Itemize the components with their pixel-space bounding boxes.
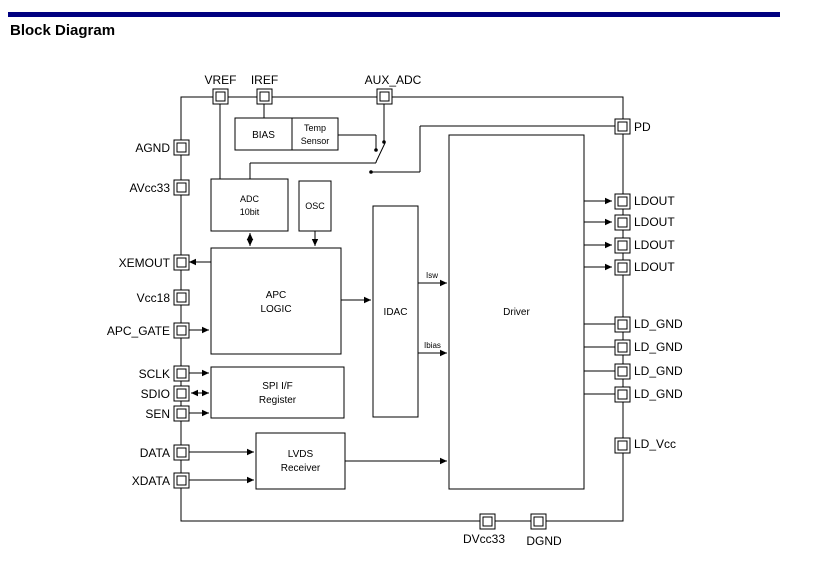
switch-contact-dot — [382, 140, 386, 144]
pin-ldout-1: LDOUT — [634, 194, 675, 208]
bias-block: BIAS — [234, 117, 293, 151]
svg-text:Temp: Temp — [304, 123, 326, 133]
svg-text:OSC: OSC — [305, 201, 325, 211]
pin-agnd: AGND — [135, 141, 170, 155]
pin-sclk: SCLK — [139, 367, 170, 381]
pin-sen: SEN — [145, 407, 170, 421]
svg-text:ADC: ADC — [240, 194, 260, 204]
driver-block: Driver — [448, 134, 585, 490]
spi-register-block: SPI I/F Register — [210, 366, 345, 419]
pin-iref: IREF — [251, 73, 278, 87]
ibias-label: Ibias — [424, 341, 441, 350]
pin-dgnd: DGND — [526, 534, 562, 548]
osc-block: OSC — [298, 180, 332, 232]
svg-text:Driver: Driver — [503, 307, 530, 318]
pin-xemout: XEMOUT — [119, 256, 171, 270]
idac-block: IDAC — [372, 205, 419, 418]
connection-lines — [189, 104, 615, 484]
pin-ld-vcc: LD_Vcc — [634, 437, 676, 451]
chip-outline — [180, 96, 624, 522]
apc-logic-block: APC LOGIC — [210, 247, 342, 355]
pin-ld-gnd-1: LD_GND — [634, 317, 683, 331]
pin-dvcc33: DVcc33 — [463, 532, 505, 546]
pin-squares — [173, 88, 631, 530]
pin-ld-gnd-2: LD_GND — [634, 340, 683, 354]
switch-contact-dot — [374, 148, 378, 152]
pin-pd: PD — [634, 120, 651, 134]
temp-sensor-block: Temp Sensor — [291, 117, 339, 151]
pin-vref: VREF — [204, 73, 236, 87]
svg-text:APC: APC — [266, 290, 287, 301]
isw-label: Isw — [426, 271, 438, 280]
pin-labels: VREF IREF AUX_ADC AGND AVcc33 XEMOUT Vcc… — [107, 73, 683, 548]
pin-xdata: XDATA — [132, 474, 170, 488]
adc-block: ADC 10bit — [210, 178, 289, 232]
svg-text:Receiver: Receiver — [281, 463, 321, 474]
switch-contact-dot — [369, 170, 373, 174]
svg-text:SPI I/F: SPI I/F — [262, 381, 293, 392]
pin-ldout-4: LDOUT — [634, 260, 675, 274]
svg-text:Sensor: Sensor — [301, 136, 330, 146]
pin-sdio: SDIO — [141, 387, 170, 401]
svg-text:IDAC: IDAC — [384, 307, 408, 318]
pin-avcc33: AVcc33 — [130, 181, 171, 195]
pin-apc-gate: APC_GATE — [107, 324, 170, 338]
svg-text:LVDS: LVDS — [288, 449, 314, 460]
pin-vcc18: Vcc18 — [137, 291, 171, 305]
pin-aux-adc: AUX_ADC — [365, 73, 422, 87]
svg-text:BIAS: BIAS — [252, 130, 275, 141]
header-bar — [8, 12, 780, 17]
pin-ldout-3: LDOUT — [634, 238, 675, 252]
svg-text:10bit: 10bit — [240, 207, 260, 217]
svg-text:LOGIC: LOGIC — [260, 304, 291, 315]
pin-ld-gnd-4: LD_GND — [634, 387, 683, 401]
page-title: Block Diagram — [10, 22, 116, 39]
pin-ldout-2: LDOUT — [634, 215, 675, 229]
lvds-receiver-block: LVDS Receiver — [255, 432, 346, 490]
pin-ld-gnd-3: LD_GND — [634, 364, 683, 378]
svg-text:Register: Register — [259, 395, 297, 406]
pin-data: DATA — [140, 446, 170, 460]
